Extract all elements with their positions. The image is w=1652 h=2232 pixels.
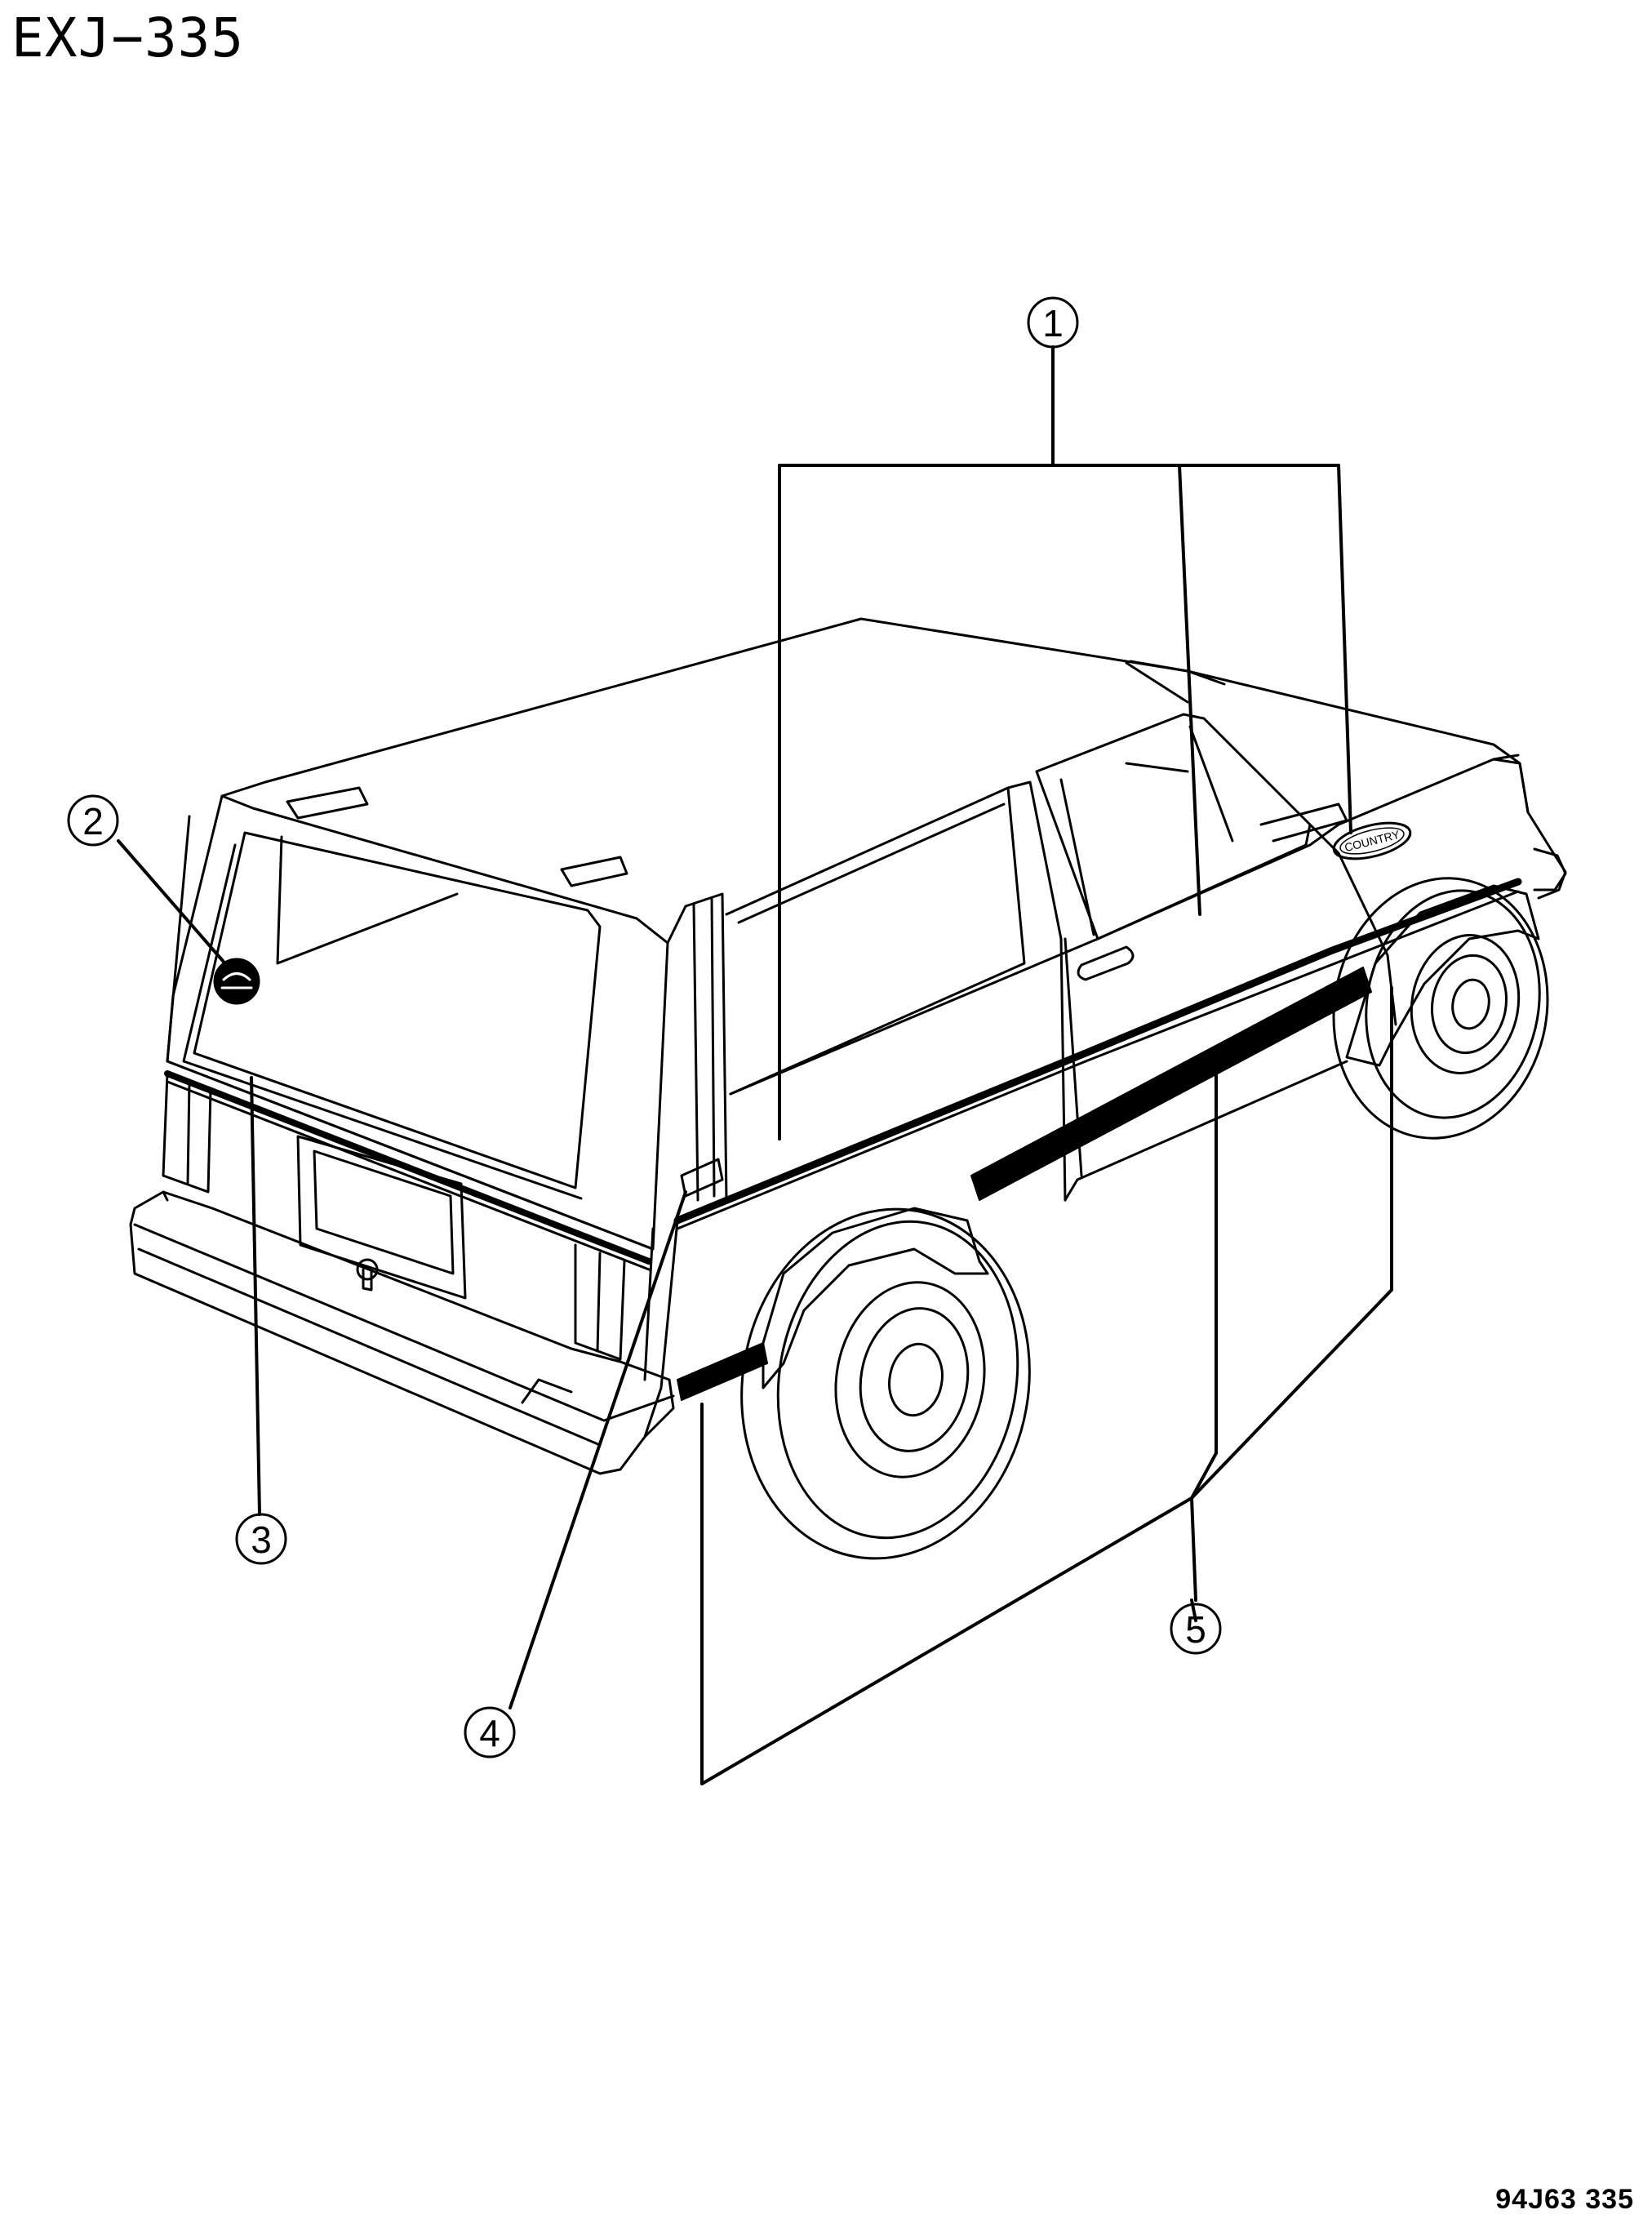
callout-2-number: 2 xyxy=(82,800,104,843)
callout-2: 2 xyxy=(67,794,119,847)
callout-4: 4 xyxy=(464,1706,516,1758)
rear-emblem xyxy=(213,958,260,1005)
callouts: 1 2 3 4 5 xyxy=(67,296,1222,1758)
leader-2 xyxy=(117,839,230,969)
rear-wheel-flare xyxy=(762,1207,989,1389)
callout-5-number: 5 xyxy=(1185,1608,1206,1651)
leader-4 xyxy=(508,1190,687,1710)
rear-wheel xyxy=(740,1207,1031,1560)
page-title: EXJ−335 xyxy=(11,7,245,69)
drawing-code: 94J63 335 xyxy=(1495,2184,1634,2215)
front-wheel xyxy=(1332,877,1549,1140)
leader-3 xyxy=(250,1076,261,1516)
lower-body-molding xyxy=(970,967,1372,1201)
roof-rack-foot-rear xyxy=(286,786,369,820)
callout-3-number: 3 xyxy=(251,1518,272,1561)
door-handle xyxy=(1077,945,1135,981)
callout-1: 1 xyxy=(1027,296,1079,349)
front-wheel-flare xyxy=(1345,884,1540,1067)
callout-4-number: 4 xyxy=(479,1712,500,1754)
callout-5: 5 xyxy=(1170,1603,1222,1655)
pillar-badge xyxy=(680,1158,724,1198)
callout-3: 3 xyxy=(235,1513,287,1565)
callout-1-number: 1 xyxy=(1042,302,1064,345)
rear-window xyxy=(193,831,602,1189)
license-plate-recess xyxy=(296,1135,467,1300)
side-window-rear xyxy=(725,786,1026,1096)
roof-rack-foot-front xyxy=(560,856,628,887)
tailgate-lock xyxy=(356,1258,379,1281)
vehicle-body: COUNTRY xyxy=(129,617,1567,1560)
rear-bumper xyxy=(129,1190,675,1475)
taillight-left xyxy=(162,1072,212,1194)
leader-lines xyxy=(117,345,1393,1785)
country-badge xyxy=(1332,821,1412,860)
